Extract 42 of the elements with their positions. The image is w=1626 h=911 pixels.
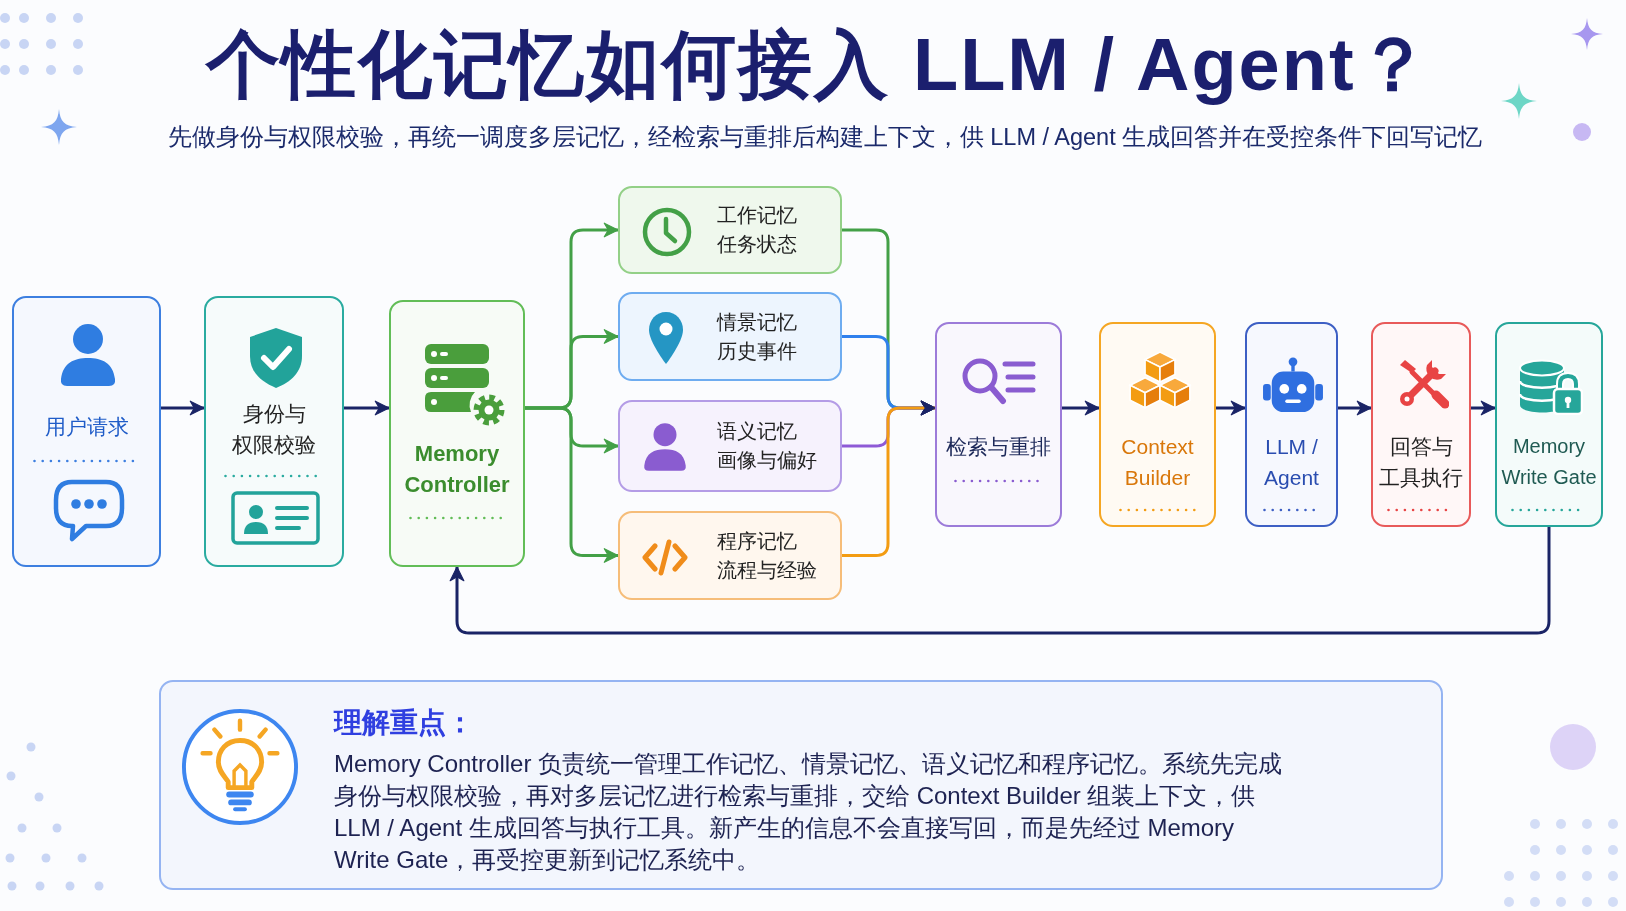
node-label: LLM / Agent xyxy=(1264,434,1319,491)
node-label: 用户请求 xyxy=(44,414,129,440)
note-panel xyxy=(159,680,1443,890)
process-card xyxy=(935,322,1062,527)
memory-title: 情景记忆 xyxy=(717,309,797,335)
arrow xyxy=(449,527,1551,635)
process-card xyxy=(1371,322,1471,527)
arrow xyxy=(525,406,619,563)
node-label: 回答与工具执行 xyxy=(1379,434,1463,491)
arrow xyxy=(1471,400,1496,416)
node-label: Memory Controller xyxy=(404,440,510,499)
process-card xyxy=(389,300,525,567)
panel-body-text: Memory Controller 负责统一管理工作记忆、情景记忆、语义记忆和程序记忆。系统先完成身份与权限校验，再对多层记忆进行检索与重排，交给 Context Builder 组装上下文，供 LLM / Agent 生成回答与执行工具。新产生的信息不会直接写回，而是先经过 Memory Write Gate，再受控更新到记忆系统中。 xyxy=(334,749,1284,875)
memory-card xyxy=(618,511,842,600)
memory-title: 语义记忆 xyxy=(717,419,797,444)
memory-description: 流程与经验 xyxy=(717,557,817,583)
arrow xyxy=(1338,400,1372,416)
process-card xyxy=(1495,322,1603,527)
page-subtitle: 先做身份与权限校验，再统一调度多层记忆，经检索与重排后构建上下文，供 LLM / Agent 生成回答并在受控条件下回写记忆 xyxy=(167,123,1483,152)
arrow xyxy=(161,400,205,416)
memory-card xyxy=(618,292,842,381)
process-card xyxy=(204,296,344,567)
memory-title: 程序记忆 xyxy=(717,528,797,554)
panel-heading: 理解重点： xyxy=(334,706,474,740)
memory-card xyxy=(618,186,842,274)
memory-description: 任务状态 xyxy=(717,232,797,257)
node-label: 身份与权限校验 xyxy=(232,401,316,458)
arrow xyxy=(842,400,936,557)
node-label: Memory Write Gate xyxy=(1501,434,1597,490)
memory-title: 工作记忆 xyxy=(717,203,797,228)
process-card xyxy=(1245,322,1338,527)
node-label: Context Builder xyxy=(1121,434,1194,491)
memory-description: 历史事件 xyxy=(717,338,797,364)
process-card xyxy=(1099,322,1216,527)
node-label: 检索与重排 xyxy=(946,434,1051,460)
page-title: 个性化记忆如何接入 LLM / Agent？ xyxy=(206,22,1432,108)
arrow xyxy=(1062,400,1100,416)
arrow xyxy=(1216,400,1246,416)
arrow xyxy=(344,400,390,416)
memory-card xyxy=(618,400,842,492)
memory-description: 画像与偏好 xyxy=(717,448,817,473)
process-card xyxy=(12,296,161,567)
